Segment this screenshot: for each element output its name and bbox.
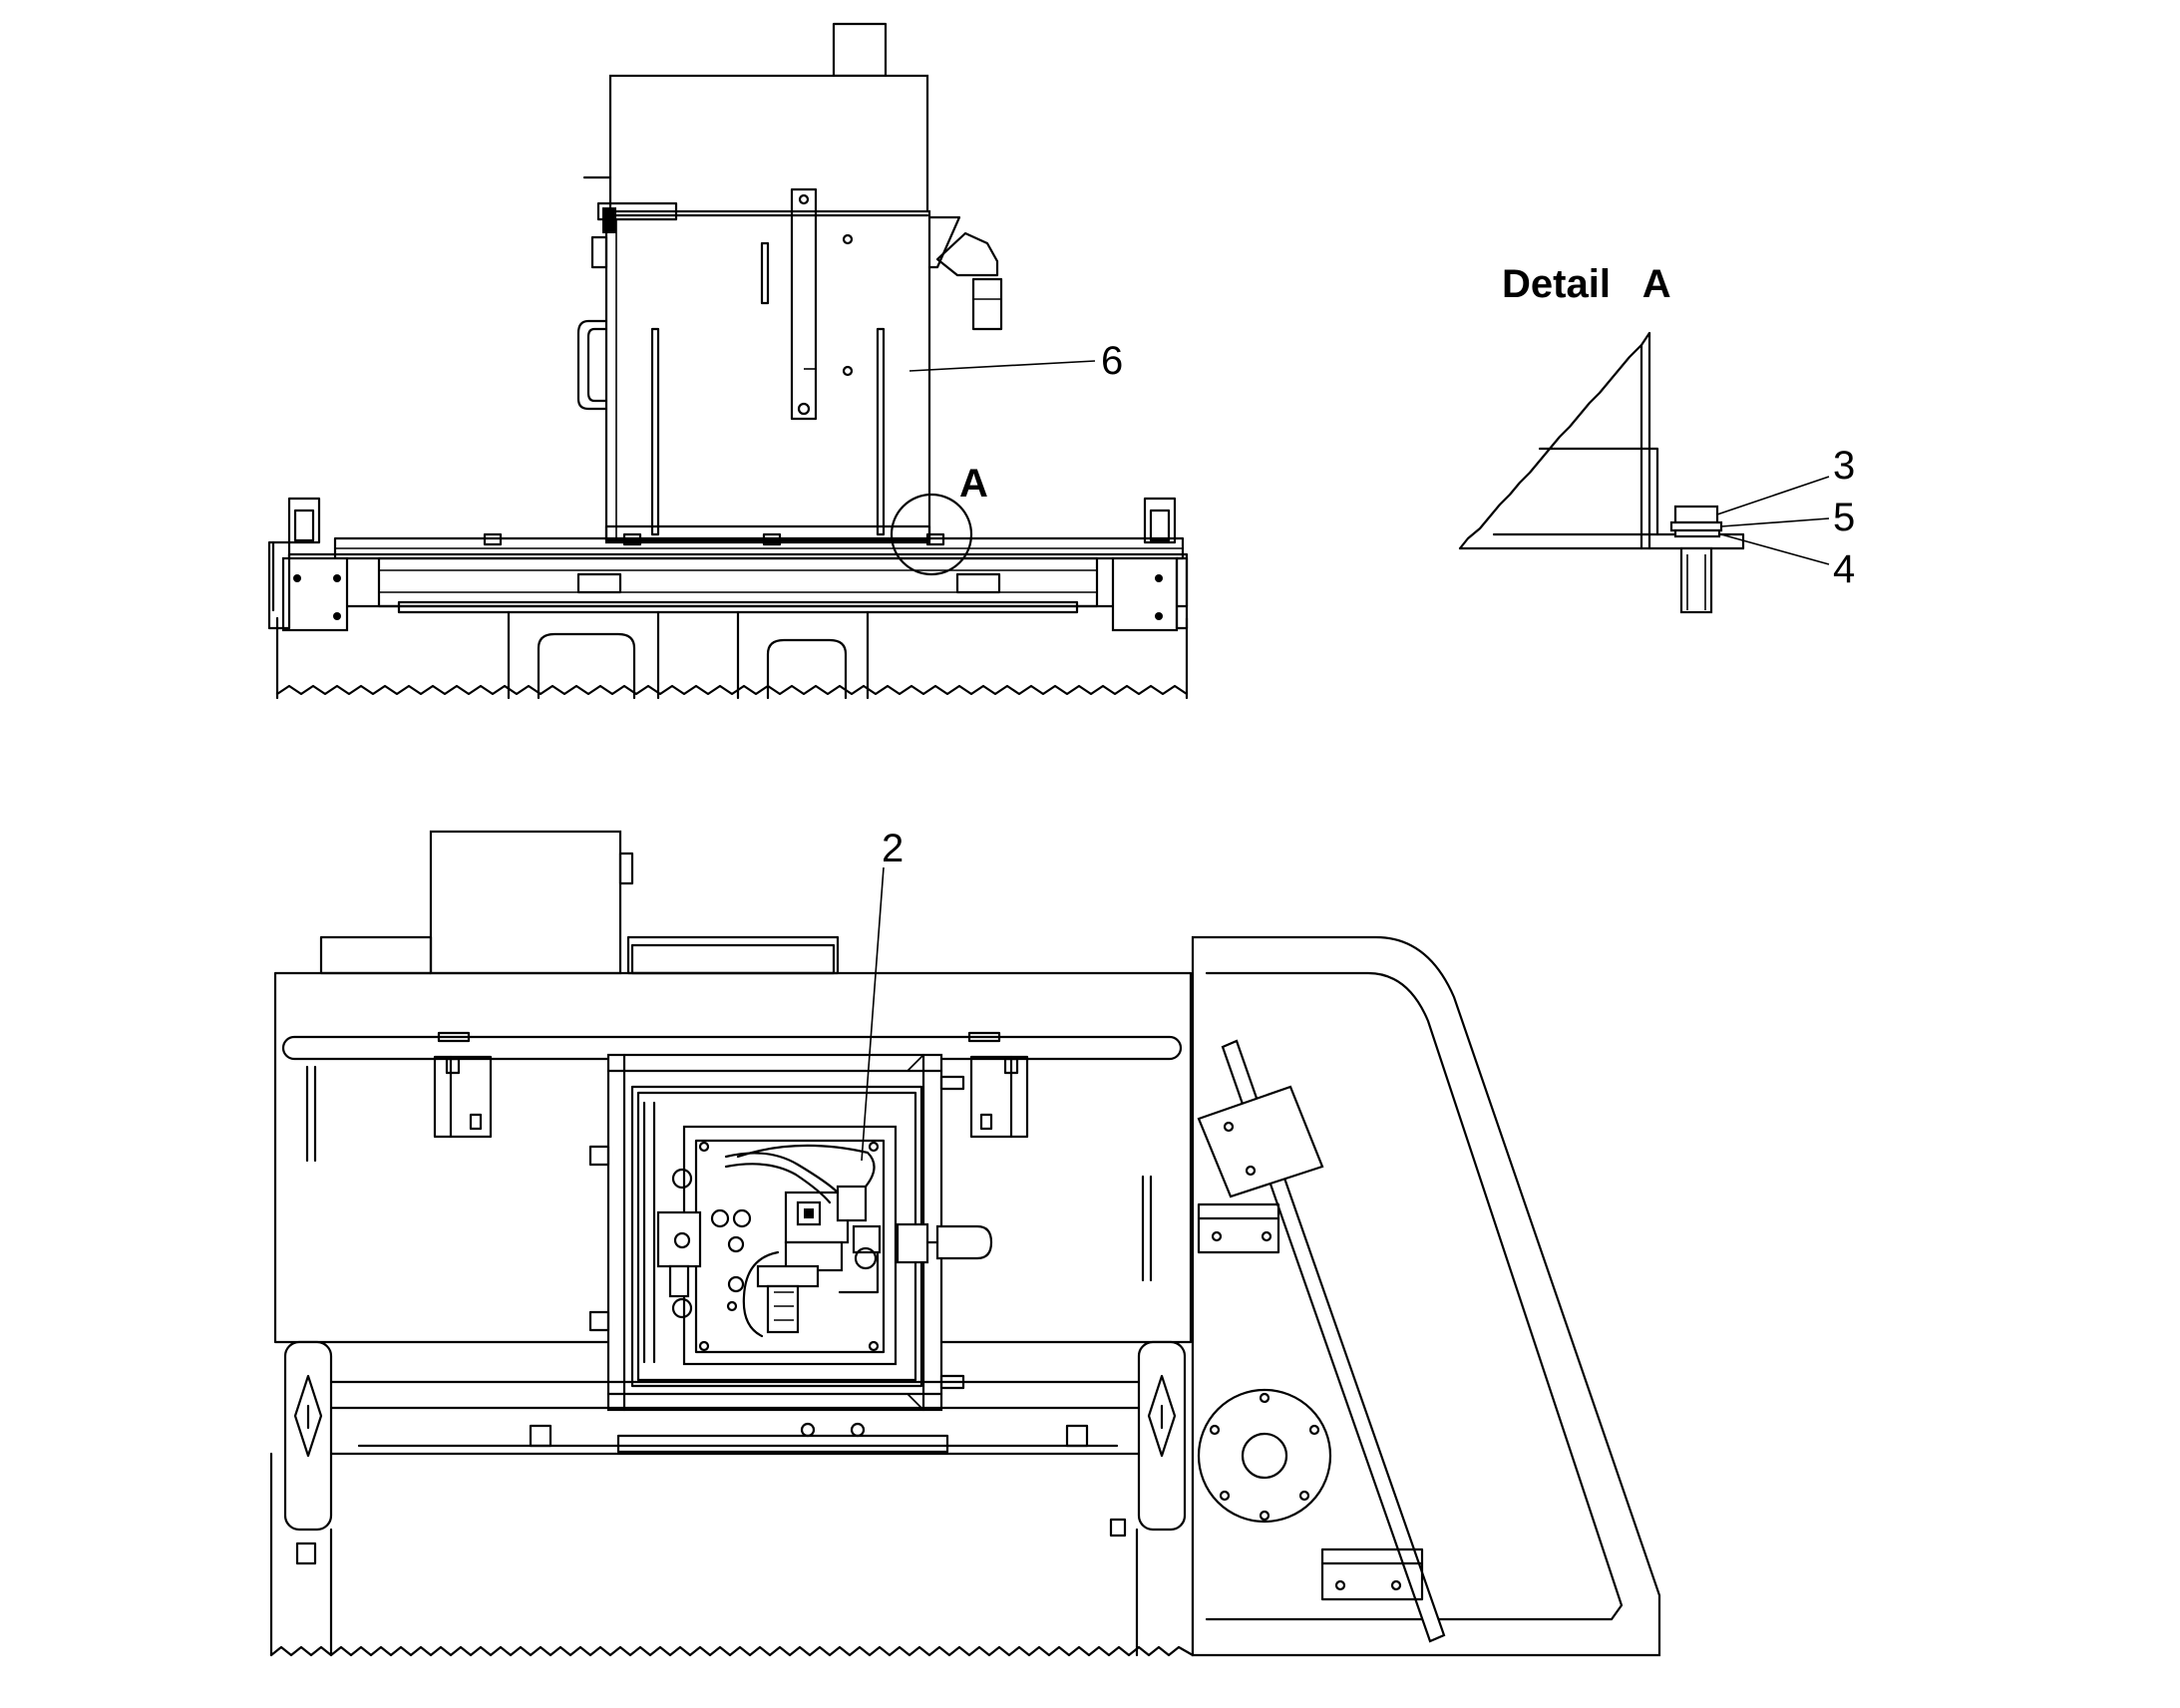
leader-line-3 xyxy=(1716,476,1830,515)
callout-6: 6 xyxy=(1101,339,1123,383)
detail-a-view: Detail A xyxy=(1458,262,1745,614)
leader-line-2 xyxy=(861,866,885,1162)
top-assembly-view xyxy=(267,22,1189,700)
callout-3: 3 xyxy=(1833,444,1855,488)
leader-line-5 xyxy=(1720,517,1830,527)
detail-a-circle xyxy=(890,493,973,576)
leader-line-4 xyxy=(1720,533,1830,565)
callout-5: 5 xyxy=(1833,496,1855,539)
callout-2: 2 xyxy=(882,827,904,870)
callout-4: 4 xyxy=(1833,547,1855,591)
front-assembly-view xyxy=(269,830,1661,1657)
leader-line-6 xyxy=(908,360,1096,372)
detail-title: Detail A xyxy=(1502,262,1671,306)
detail-marker-a: A xyxy=(959,462,988,506)
